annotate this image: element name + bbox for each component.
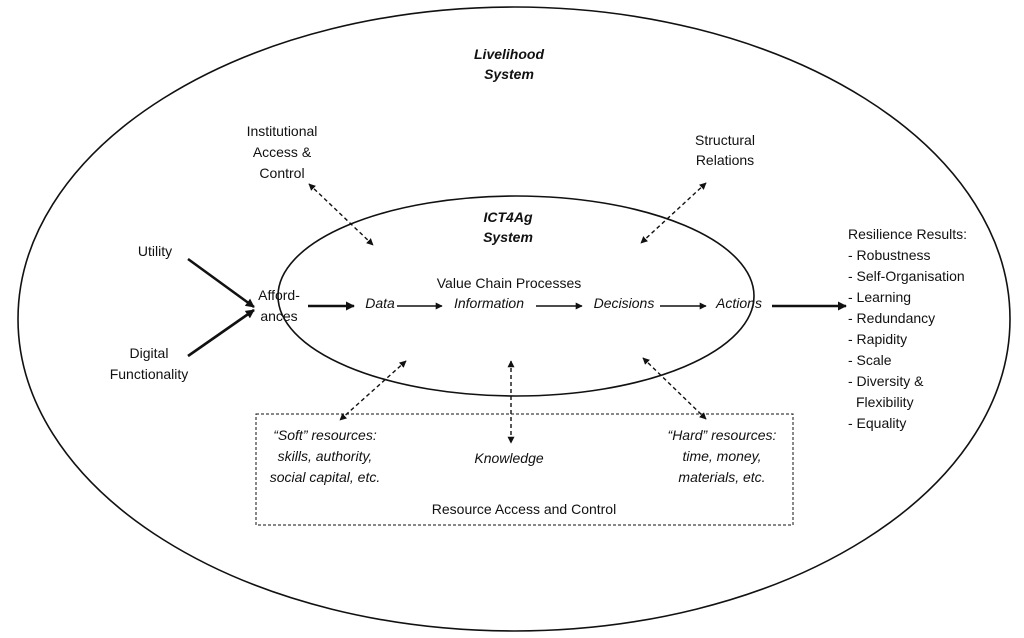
chain-information: Information [454,295,524,311]
digital-functionality-line-1: Digital [130,345,169,361]
value-chain-label: Value Chain Processes [437,275,581,291]
resilience-item: - Robustness [848,247,930,263]
resource-box-label: Resource Access and Control [432,501,616,517]
affordances-line-1: Afford- [258,287,300,303]
structural-line-2: Relations [696,152,754,168]
institutional-dashed-arrow [308,183,374,246]
institutional-line-1: Institutional [247,123,318,139]
hard-resources-line-1: “Hard” resources: [668,427,777,443]
resilience-item: - Self-Organisation [848,268,965,284]
soft-resources-line-1: “Soft” resources: [273,427,377,443]
institutional-line-3: Control [259,165,304,181]
resource-access-box [255,413,794,526]
resilience-item: - Redundancy [848,310,935,326]
utility-label: Utility [138,243,172,259]
resilience-list: - Robustness - Self-Organisation - Learnin… [848,247,965,431]
soft-resources-dashed-arrow [339,360,407,421]
digital-functionality-line-2: Functionality [110,366,189,382]
livelihood-title-line-2: System [484,66,534,82]
ict4ag-system-ellipse [277,195,755,397]
ict-title-line-2: System [483,229,533,245]
livelihood-system-ellipse [17,6,1011,632]
livelihood-title-line-1: Livelihood [474,46,544,62]
chain-decisions: Decisions [594,295,655,311]
structural-line-1: Structural [695,132,755,148]
ict-title-line-1: ICT4Ag [484,209,533,225]
hard-resources-line-3: materials, etc. [678,469,765,485]
resilience-item: - Learning [848,289,911,305]
resilience-item: Flexibility [856,394,914,410]
chain-data: Data [365,295,395,311]
soft-resources-line-2: skills, authority, [278,448,373,464]
resilience-item: - Scale [848,352,892,368]
hard-resources-line-2: time, money, [682,448,761,464]
structural-dashed-arrow [640,182,707,244]
resilience-item: - Equality [848,415,906,431]
institutional-line-2: Access & [253,144,312,160]
resilience-item: - Rapidity [848,331,907,347]
soft-resources-line-3: social capital, etc. [270,469,381,485]
digital-to-affordances-arrow [187,308,255,358]
chain-actions: Actions [715,295,762,311]
utility-to-affordances-arrow [187,257,255,309]
affordances-line-2: ances [260,308,297,324]
hard-resources-dashed-arrow [642,357,707,420]
resilience-item: - Diversity & [848,373,924,389]
knowledge-label: Knowledge [474,450,543,466]
resilience-heading: Resilience Results: [848,226,967,242]
